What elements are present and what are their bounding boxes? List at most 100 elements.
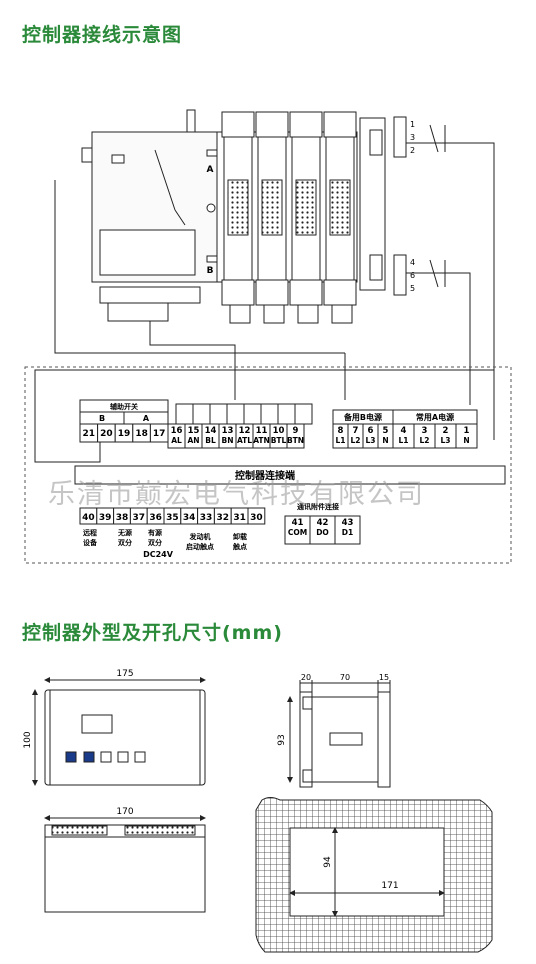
- connector-label: 控制器连接端: [235, 469, 295, 482]
- standby-terminal-5: 5N: [377, 423, 394, 449]
- standby-terminal-7-label: L2: [351, 436, 361, 445]
- dc-voltage-label: DC24V: [143, 550, 174, 559]
- aux-terminal-21-number: 21: [83, 429, 96, 439]
- contact-4-label: 4: [410, 258, 415, 267]
- nosource-label-line2: 双分: [118, 538, 132, 547]
- aux-b-label: B: [99, 414, 105, 423]
- transfer-switch: [81, 109, 446, 324]
- lower-terminal-35-number: 35: [166, 513, 179, 523]
- aux-terminal-18-number: 18: [135, 429, 148, 439]
- standby-terminal-8-number: 8: [338, 426, 344, 436]
- generator-label-line2: 启动触点: [186, 542, 214, 551]
- phase-tab-5: [260, 403, 279, 425]
- side-depth-rear: 15: [379, 673, 389, 682]
- phase-tab-6: [277, 403, 296, 425]
- aux-terminal-17-number: 17: [153, 429, 166, 439]
- key-2-icon: [83, 751, 95, 763]
- cutout-width-label: 171: [381, 881, 398, 891]
- phase-tab-3: [226, 403, 245, 425]
- cutout-height-label: 94: [323, 856, 333, 868]
- aux-terminal-17: 17: [149, 423, 169, 443]
- comm-terminal-42-number: 42: [317, 518, 329, 528]
- position-b-label: B: [207, 266, 214, 276]
- generator-label-line1: 发动机: [189, 532, 211, 541]
- lower-terminal-38-number: 38: [116, 513, 129, 523]
- front-width-label: 175: [116, 669, 133, 679]
- source-label-line2: 双分: [148, 538, 162, 547]
- phase-terminal-11-number: 11: [256, 426, 268, 436]
- nosource-label-line1: 无源: [117, 528, 132, 537]
- lower-terminal-32-number: 32: [217, 513, 230, 523]
- aux-terminal-19-number: 19: [118, 429, 131, 439]
- lower-terminal-30: 30: [247, 507, 266, 525]
- lower-terminal-40: 40: [79, 507, 98, 525]
- normal-terminal-1-label: N: [463, 436, 469, 445]
- normal-terminal-2-number: 2: [443, 426, 449, 436]
- standby-terminal-5-number: 5: [383, 426, 389, 436]
- side-depth-body: 70: [340, 673, 350, 682]
- lower-terminal-40-number: 40: [82, 513, 95, 523]
- phase-terminal-10-number: 10: [273, 426, 285, 436]
- phase-terminal-16-number: 16: [171, 426, 183, 436]
- source-label-line1: 有源: [148, 528, 162, 537]
- comm-terminal-43-label: D1: [342, 528, 353, 537]
- phase-terminal-13-label: BN: [222, 436, 234, 445]
- normal-terminal-4-number: 4: [401, 426, 407, 436]
- indicator-b-marker: [206, 255, 218, 263]
- normal-terminal-1: 1N: [455, 423, 478, 449]
- key-3-icon: [100, 751, 112, 763]
- aux-terminal-20: 20: [97, 423, 116, 443]
- side-view: [287, 680, 391, 788]
- phase-tab-4: [243, 403, 262, 425]
- standby-terminal-7-number: 7: [353, 426, 359, 436]
- standby-terminal-6: 6L3: [362, 423, 379, 449]
- side-height-label: 93: [277, 734, 287, 745]
- indicator-a-marker: [206, 149, 218, 157]
- phase-terminal-9-number: 9: [293, 426, 299, 436]
- lower-terminal-36-number: 36: [149, 513, 162, 523]
- normal-source-title: 常用A电源: [416, 412, 454, 422]
- aux-terminal-18: 18: [132, 423, 151, 443]
- standby-terminal-5-label: N: [382, 436, 388, 445]
- contact-5-label: 5: [410, 284, 415, 293]
- wiring-diagram-title: 控制器接线示意图: [22, 24, 183, 46]
- connector-strip: [74, 465, 506, 485]
- lower-terminal-31-number: 31: [233, 513, 246, 523]
- comm-terminal-41-number: 41: [292, 518, 304, 528]
- phase-terminal-12-number: 12: [239, 426, 251, 436]
- normal-terminal-3-number: 3: [422, 426, 428, 436]
- front-keypad: [65, 751, 146, 763]
- bottom-contact-labels: 4 6 5: [410, 258, 415, 293]
- phase-terminal-15-label: AN: [187, 436, 199, 445]
- lower-terminal-descriptions: 远程 设备 无源 双分 有源 双分 DC24V 发动机 启动触点 卸载 触点: [83, 528, 247, 559]
- unload-label-line1: 卸载: [233, 532, 247, 541]
- aux-terminal-19: 19: [114, 423, 134, 443]
- dimensions-title: 控制器外型及开孔尺寸(mm): [22, 622, 283, 644]
- lower-terminal-35: 35: [163, 507, 182, 525]
- standby-source-title: 备用B电源: [343, 412, 382, 422]
- terminal-section-border: [24, 366, 512, 564]
- key-4-icon: [117, 751, 129, 763]
- phase-terminal-11-label: ATN: [253, 436, 270, 445]
- position-a-label: A: [207, 165, 214, 175]
- phase-terminal-15-number: 15: [188, 426, 200, 436]
- comm-terminal-42-label: DO: [316, 528, 329, 537]
- phase-tab-7: [294, 403, 313, 425]
- lower-terminal-30-number: 30: [250, 513, 263, 523]
- phase-terminal-13-number: 13: [222, 426, 234, 436]
- wiring-lines: [34, 142, 495, 463]
- lower-terminal-34-number: 34: [183, 513, 196, 523]
- normal-terminal-3: 3L2: [413, 423, 436, 449]
- standby-terminal-7: 7L2: [347, 423, 364, 449]
